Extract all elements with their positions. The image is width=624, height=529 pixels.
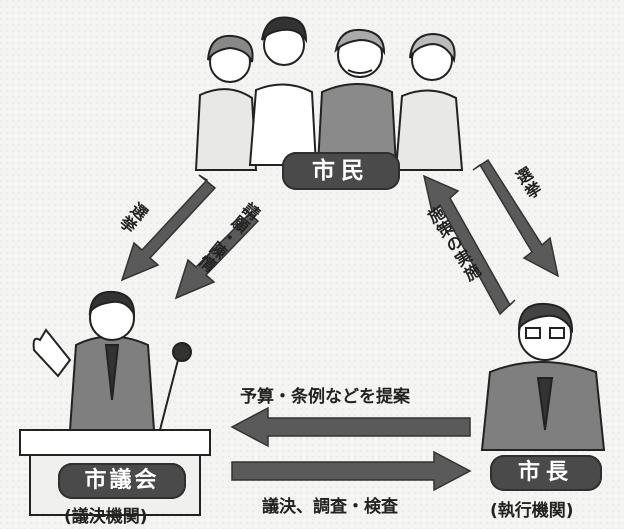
mayor-illustration bbox=[480, 302, 606, 451]
assembly-illustration bbox=[19, 290, 211, 516]
arrow-election-assembly bbox=[120, 174, 217, 282]
mayor-role: (執行機関) bbox=[490, 501, 574, 521]
proposal-label: 予算・条例などを提案 bbox=[240, 387, 410, 407]
arrow-petition bbox=[174, 207, 260, 300]
citizens-illustration bbox=[194, 16, 464, 171]
mayor-badge: 市長 bbox=[490, 455, 602, 491]
assembly-label: 市議会 bbox=[84, 468, 160, 493]
arrow-election-mayor bbox=[472, 158, 560, 278]
arrow-resolution bbox=[231, 450, 472, 492]
assembly-badge: 市議会 bbox=[58, 463, 186, 499]
arrow-proposal bbox=[230, 406, 471, 448]
citizens-badge: 市民 bbox=[282, 152, 400, 190]
assembly-role: (議決機関) bbox=[64, 507, 148, 527]
arrow-policy bbox=[422, 174, 516, 316]
mayor-label: 市長 bbox=[517, 460, 574, 485]
citizens-label: 市民 bbox=[312, 158, 370, 184]
resolution-label: 議決、調査・検査 bbox=[262, 497, 398, 517]
